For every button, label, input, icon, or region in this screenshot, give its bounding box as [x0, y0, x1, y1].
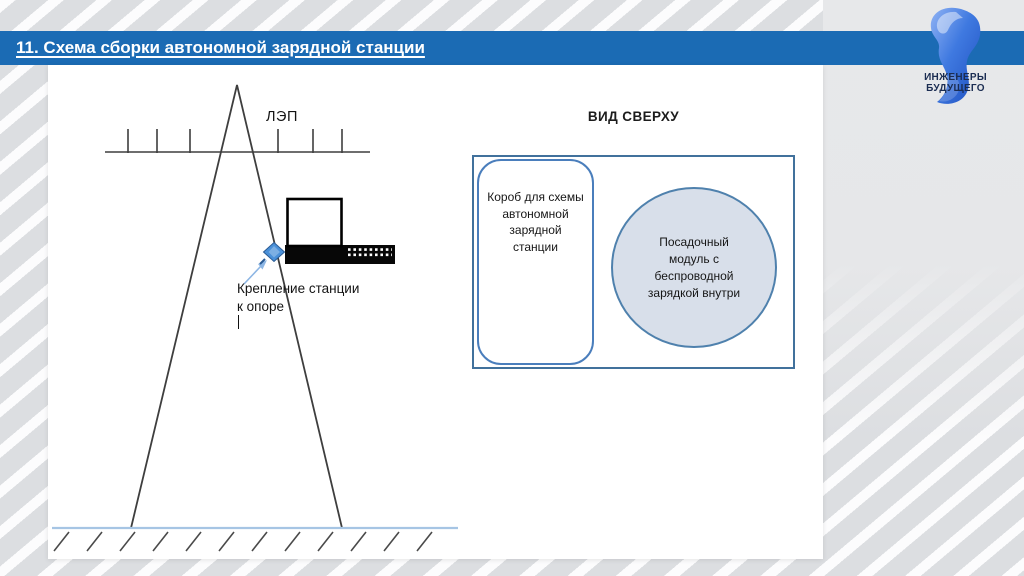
callout-arrow-line [243, 265, 262, 285]
power-tower-diagram [52, 84, 458, 552]
mount-label: Крепление станции к опоре [237, 280, 359, 329]
page-title: 11. Схема сборки автономной зарядной ста… [16, 38, 425, 57]
scheme-box: Короб для схемы автономной зарядной стан… [477, 159, 594, 365]
mount-label-line1: Крепление станции [237, 281, 360, 296]
bird-icon [930, 7, 981, 104]
insulator-ticks [127, 129, 343, 153]
logo-text: ИНЖЕНЕРЫ БУДУЩЕГО [893, 72, 1018, 94]
title-bar: 11. Схема сборки автономной зарядной ста… [0, 31, 1024, 65]
pin-icon [259, 241, 286, 265]
background-right-panel [823, 0, 1024, 440]
top-view-title: ВИД СВЕРХУ [587, 109, 680, 124]
callout-arrowhead [258, 260, 267, 270]
landing-module-circle: Посадочный модуль с беспроводной зарядко… [611, 187, 777, 348]
tower-legs [130, 84, 343, 529]
station-base [285, 245, 395, 264]
logo-line1: ИНЖЕНЕРЫ [924, 72, 987, 83]
scheme-box-label: Короб для схемы автономной зарядной стан… [487, 190, 584, 254]
power-line-label: ЛЭП [266, 109, 298, 125]
logo: ИНЖЕНЕРЫ БУДУЩЕГО [893, 4, 1018, 116]
slide-content-area: ЛЭП Крепление станции к опоре ВИД СВЕРХУ… [48, 65, 823, 559]
mount-label-line2: к опоре [237, 298, 284, 314]
station-vents [348, 248, 392, 257]
landing-module-label: Посадочный модуль с беспроводной зарядко… [647, 234, 741, 300]
logo-line2: БУДУЩЕГО [926, 83, 985, 94]
top-view-panel: Короб для схемы автономной зарядной стан… [472, 155, 795, 369]
ground-hatches [53, 531, 433, 552]
text-cursor [238, 315, 239, 329]
station-box [286, 197, 343, 248]
